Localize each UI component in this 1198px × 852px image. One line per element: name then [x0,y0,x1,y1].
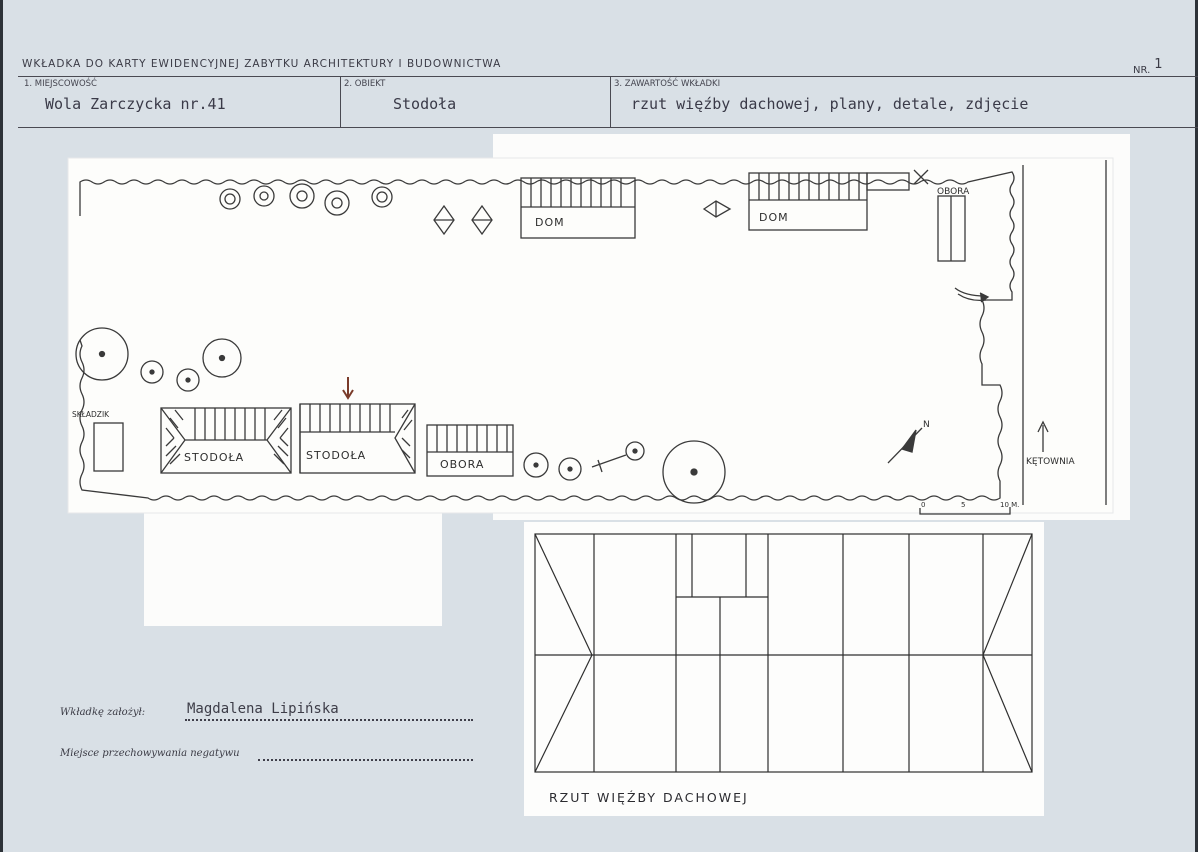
author-value: Magdalena Lipińska [187,701,339,717]
field-value-object: Stodoła [393,95,457,113]
field-label-contents: 3. Zawartość wkładki [614,79,721,89]
label-stodola-1: STODOŁA [184,451,244,464]
building-dom-2 [748,172,910,231]
field-divider-1 [340,76,341,128]
label-ketownia: KĘTOWNIA [1026,457,1075,467]
scale-bar [919,507,1011,515]
paper-scrap [144,505,442,626]
building-obora-right [937,195,966,262]
site-plan: DOM DOM OBORA SKŁADZIK STODOŁA STODOŁA O… [67,157,1114,515]
well-crank [591,454,627,473]
header-rule-bottom [18,127,1198,128]
well-symbol-2 [471,204,493,236]
roof-plan [524,522,1044,816]
label-north: N [923,420,930,430]
field-value-contents: rzut więźby dachowej, plany, detale, zdj… [631,95,1029,113]
label-obora-bottom: OBORA [440,458,484,471]
roof-opening [676,534,768,598]
field-divider-2 [610,76,611,128]
sheet-number-label: NR. [1133,65,1151,76]
form-title: Wkładka do karty ewidencyjnej zabytku ar… [22,58,502,70]
tree-row-bottom [523,440,726,504]
author-label: Wkładkę założył: [60,707,146,718]
plot-boundary [79,171,1015,501]
scale-label-5: 5 [961,501,965,509]
building-stodola-2 [299,403,416,474]
label-obora-right: OBORA [937,187,970,197]
scan-edge-left [0,0,3,852]
direction-arrow [1037,420,1049,452]
building-stodola-1 [160,407,292,474]
tree-group-left [75,327,242,392]
tree-row-top [219,183,393,216]
hip-left [534,533,593,773]
field-value-locality: Wola Zarczycka nr.41 [45,95,226,113]
building-obora-bottom [426,424,514,477]
author-dotted-line [185,719,473,721]
field-label-locality: 1. Miejscowość [24,79,97,89]
well-symbol-1 [433,204,455,236]
building-skladzik [93,422,124,472]
sheet-number-value: 1 [1154,57,1163,72]
location-dotted-line [258,759,473,761]
label-dom-2: DOM [759,211,789,224]
object-arrow [342,377,354,400]
field-label-object: 2. Obiekt [344,79,386,89]
rafters [593,534,984,772]
scale-label-10: 10 M. [1000,501,1019,509]
building-dom-1 [520,177,636,239]
roof-outline [534,533,1033,773]
sheet-number: NR.1 [1133,57,1163,77]
label-skladzik: SKŁADZIK [72,410,110,419]
well-symbol-3 [702,200,732,218]
scale-label-0: 0 [921,501,925,509]
roof-plan-caption: RZUT WIĘŹBY DACHOWEJ [549,790,749,805]
label-stodola-2: STODOŁA [306,449,366,462]
label-dom-1: DOM [535,216,565,229]
header-rule-top [18,76,1198,77]
scan-edge-right [1195,0,1198,852]
negative-location-label: Miejsce przechowywania negatywu [60,748,240,759]
cross-mark [913,169,929,185]
